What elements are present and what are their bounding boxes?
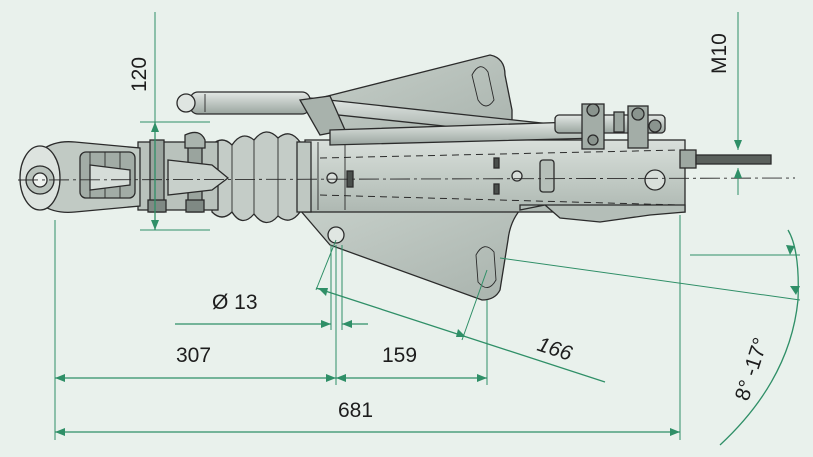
dim-dia13-label: Ø 13 [212,291,258,314]
drawbar-end-hole [644,169,666,191]
drawbar-body [304,139,686,213]
dim-681-label: 681 [338,399,373,422]
dim-159-label: 159 [382,344,417,367]
dim-307-label: 307 [176,344,211,367]
dim-120: 120 [128,12,210,231]
bolt-hole-front [326,172,338,184]
upper-slot [471,66,495,107]
mount-hole-13 [327,226,345,244]
dim-m10: M10 [708,12,742,195]
m10-threaded-rod [695,154,772,165]
lever-grip [189,91,311,115]
lower-bracket-plate [298,209,522,301]
dim-dia13: Ø 13 [175,245,368,330]
lower-slot [475,246,497,288]
dim-m10-label: M10 [708,33,731,74]
dim-681: 681 [55,215,681,440]
dim-120-label: 120 [128,57,151,92]
bolt-hole-rear [511,170,523,182]
dim-307-159: 307 159 [54,220,488,440]
dim-angle-label: 8° -17° [731,335,773,404]
